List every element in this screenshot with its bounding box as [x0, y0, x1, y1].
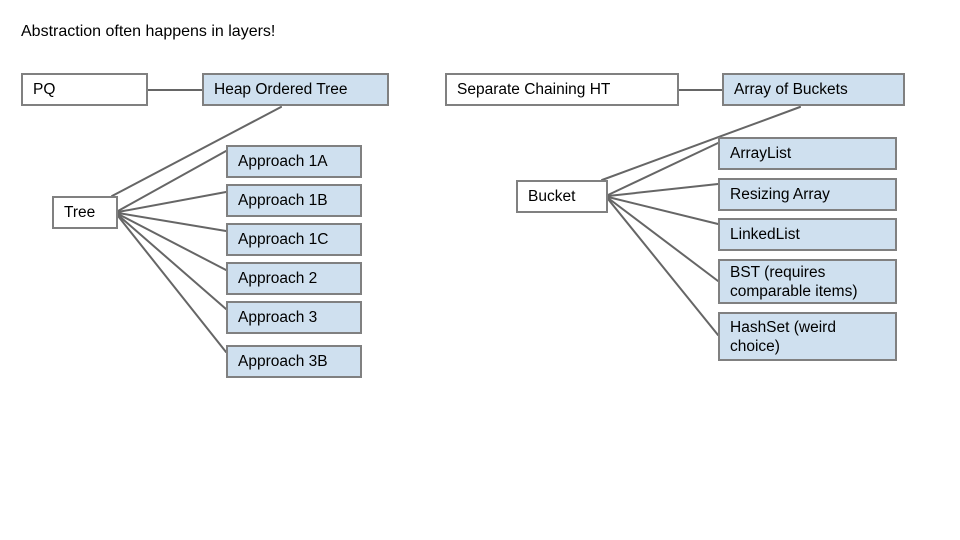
edge-bucket-to-hashset — [607, 198, 719, 336]
node-tree-label: Tree — [64, 204, 96, 221]
node-bucket[interactable]: Bucket — [516, 180, 608, 213]
node-approach-2-label: Approach 2 — [238, 270, 318, 287]
node-approach-3[interactable]: Approach 3 — [226, 301, 362, 334]
node-approach-1c[interactable]: Approach 1C — [226, 223, 362, 256]
edge-bucket-to-linkedlist — [607, 196, 719, 225]
edge-tree-to-approach-1a — [117, 150, 227, 212]
node-linkedlist-label: LinkedList — [730, 226, 800, 243]
edge-tree-to-approach-1b — [117, 191, 227, 213]
node-array-of-buckets[interactable]: Array of Buckets — [722, 73, 905, 106]
edge-tree-to-approach-3 — [117, 214, 227, 310]
node-resizing-array[interactable]: Resizing Array — [718, 178, 897, 211]
node-separate-chaining-ht[interactable]: Separate Chaining HT — [445, 73, 679, 106]
node-approach-1b-label: Approach 1B — [238, 192, 328, 209]
node-approach-1a-label: Approach 1A — [238, 153, 328, 170]
node-hashset-label: HashSet (weird choice) — [730, 318, 836, 355]
edge-tree-to-approach-1c — [117, 212, 227, 232]
edge-tree-to-approach-2 — [117, 213, 227, 271]
node-tree[interactable]: Tree — [52, 196, 118, 229]
edge-array-of-buckets-to-bucket — [601, 106, 801, 181]
edge-bucket-to-arraylist — [607, 142, 719, 196]
node-linkedlist[interactable]: LinkedList — [718, 218, 897, 251]
node-array-of-buckets-label: Array of Buckets — [734, 81, 848, 98]
node-pq-label: PQ — [33, 81, 56, 98]
node-approach-1c-label: Approach 1C — [238, 231, 329, 248]
node-resizing-array-label: Resizing Array — [730, 186, 830, 203]
edge-bucket-to-resizing-array — [607, 183, 719, 197]
node-pq[interactable]: PQ — [21, 73, 148, 106]
node-bst-label: BST (requires comparable items) — [730, 263, 858, 300]
node-approach-3-label: Approach 3 — [238, 309, 318, 326]
node-hashset[interactable]: HashSet (weird choice) — [718, 312, 897, 361]
node-approach-3b[interactable]: Approach 3B — [226, 345, 362, 378]
edge-tree-to-approach-3b — [117, 215, 227, 353]
node-approach-3b-label: Approach 3B — [238, 353, 328, 370]
node-arraylist[interactable]: ArrayList — [718, 137, 897, 170]
node-bst[interactable]: BST (requires comparable items) — [718, 259, 897, 304]
edge-heap-ordered-tree-to-tree — [111, 106, 282, 197]
node-heap-ordered-tree[interactable]: Heap Ordered Tree — [202, 73, 389, 106]
edge-bucket-to-bst — [607, 197, 719, 282]
node-separate-chaining-ht-label: Separate Chaining HT — [457, 81, 611, 98]
node-bucket-label: Bucket — [528, 188, 576, 205]
node-arraylist-label: ArrayList — [730, 145, 792, 162]
node-approach-2[interactable]: Approach 2 — [226, 262, 362, 295]
page-title: Abstraction often happens in layers! — [21, 23, 276, 40]
node-heap-ordered-tree-label: Heap Ordered Tree — [214, 81, 348, 98]
node-approach-1b[interactable]: Approach 1B — [226, 184, 362, 217]
node-approach-1a[interactable]: Approach 1A — [226, 145, 362, 178]
